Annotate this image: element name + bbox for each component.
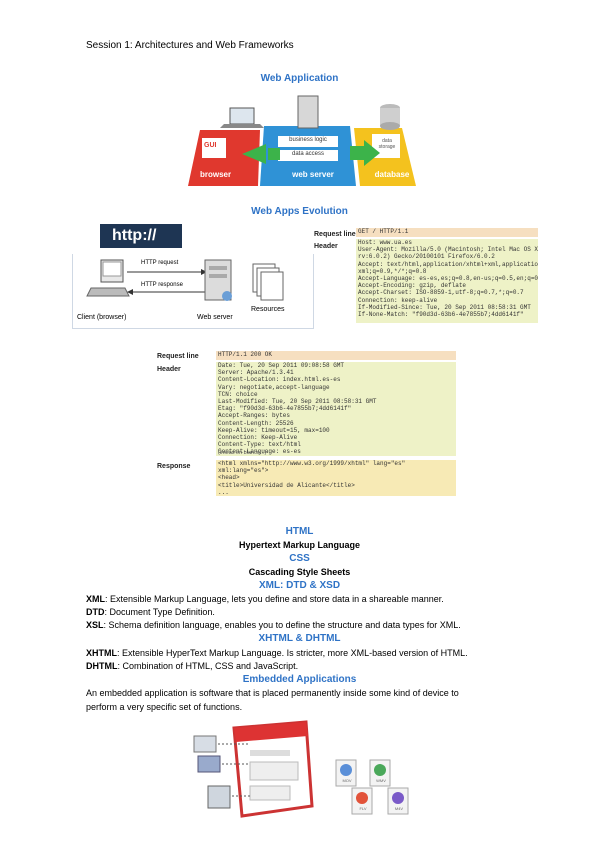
web-app-diagram: GUI browser business logic data access w… [180,90,420,194]
xsl-term: XSL [86,620,104,630]
http-logo: http:// [100,224,182,248]
response-body-label: Response [157,463,191,470]
embedded-paragraph-2: perform a very specific set of functions… [86,702,243,712]
wmv-file-icon: WMV [376,778,386,783]
embedded-app-illustration [188,720,318,820]
web-server-label: web server [292,170,334,179]
media-file-icons: MOV WMV FLV M4V [330,758,420,822]
response-line-label: Request line [157,353,199,360]
xml-term: XML [86,594,105,604]
xml-heading: XML: DTD & XSD [258,580,341,591]
request-line-label: Request line [314,231,356,238]
css-heading: CSS [289,553,310,564]
css-subtitle: Cascading Style Sheets [248,567,351,577]
request-header-label: Header [314,243,338,250]
browser-label: browser [200,170,232,179]
xml-def: : Extensible Markup Language, lets you d… [105,594,444,604]
html-heading: HTML [285,526,314,537]
resources-label: Resources [251,306,285,313]
dhtml-definition: DHTML: Combination of HTML, CSS and Java… [86,661,298,671]
dtd-def: : Document Type Definition. [104,607,215,617]
dtd-term: DTD [86,607,105,617]
response-headers: Date: Tue, 20 Sep 2011 09:08:58 GMT Serv… [216,362,456,456]
embedded-heading: Embedded Applications [242,674,357,685]
embedded-paragraph-1: An embedded application is software that… [86,688,459,698]
gui-label: GUI [204,142,217,149]
response-header-label: Header [157,366,181,373]
http-response-label: HTTP response [141,282,183,288]
business-logic-label: business logic [289,137,327,143]
xhtml-term: XHTML [86,648,117,658]
page-heading: Session 1: Architectures and Web Framewo… [86,40,294,51]
evolution-title: Web Apps Evolution [251,206,348,217]
xhtml-def: : Extensible HyperText Markup Language. … [117,648,468,658]
data-access-label: data access [291,151,325,157]
response-body: <html xmlns="http://www.w3.org/1999/xhtm… [216,460,456,496]
mov-file-icon: MOV [342,778,352,783]
request-line-value: GET / HTTP/1.1 [356,228,538,237]
m4v-file-icon: M4V [394,806,404,811]
xml-definition: XML: Extensible Markup Language, lets yo… [86,594,444,604]
xsl-definition: XSL: Schema definition language, enables… [86,620,461,630]
xsl-def: : Schema definition language, enables yo… [103,620,461,630]
flv-file-icon: FLV [359,806,367,811]
client-label: Client (browser) [77,314,127,321]
web-application-title: Web Application [260,73,339,84]
dhtml-def: : Combination of HTML, CSS and JavaScrip… [117,661,299,671]
http-request-label: HTTP request [141,260,179,266]
dhtml-term: DHTML [86,661,118,671]
http-diagram: HTTP request HTTP response Client (brows… [72,254,314,329]
dtd-definition: DTD: Document Type Definition. [86,607,215,617]
xhtml-heading: XHTML & DHTML [258,633,341,644]
data-storage-label: data storage [378,138,396,150]
server-label: Web server [197,314,233,321]
html-subtitle: Hypertext Markup Language [238,540,361,550]
http-logo-text: http:// [112,227,157,244]
database-label: database [374,170,410,179]
request-headers: Host: www.ua.es User-Agent: Mozilla/5.0 … [356,239,538,323]
xhtml-definition: XHTML: Extensible HyperText Markup Langu… [86,648,468,658]
blank-lines-note: (líneas en blanco...) [218,450,267,456]
response-line-value: HTTP/1.1 200 OK [216,351,456,360]
